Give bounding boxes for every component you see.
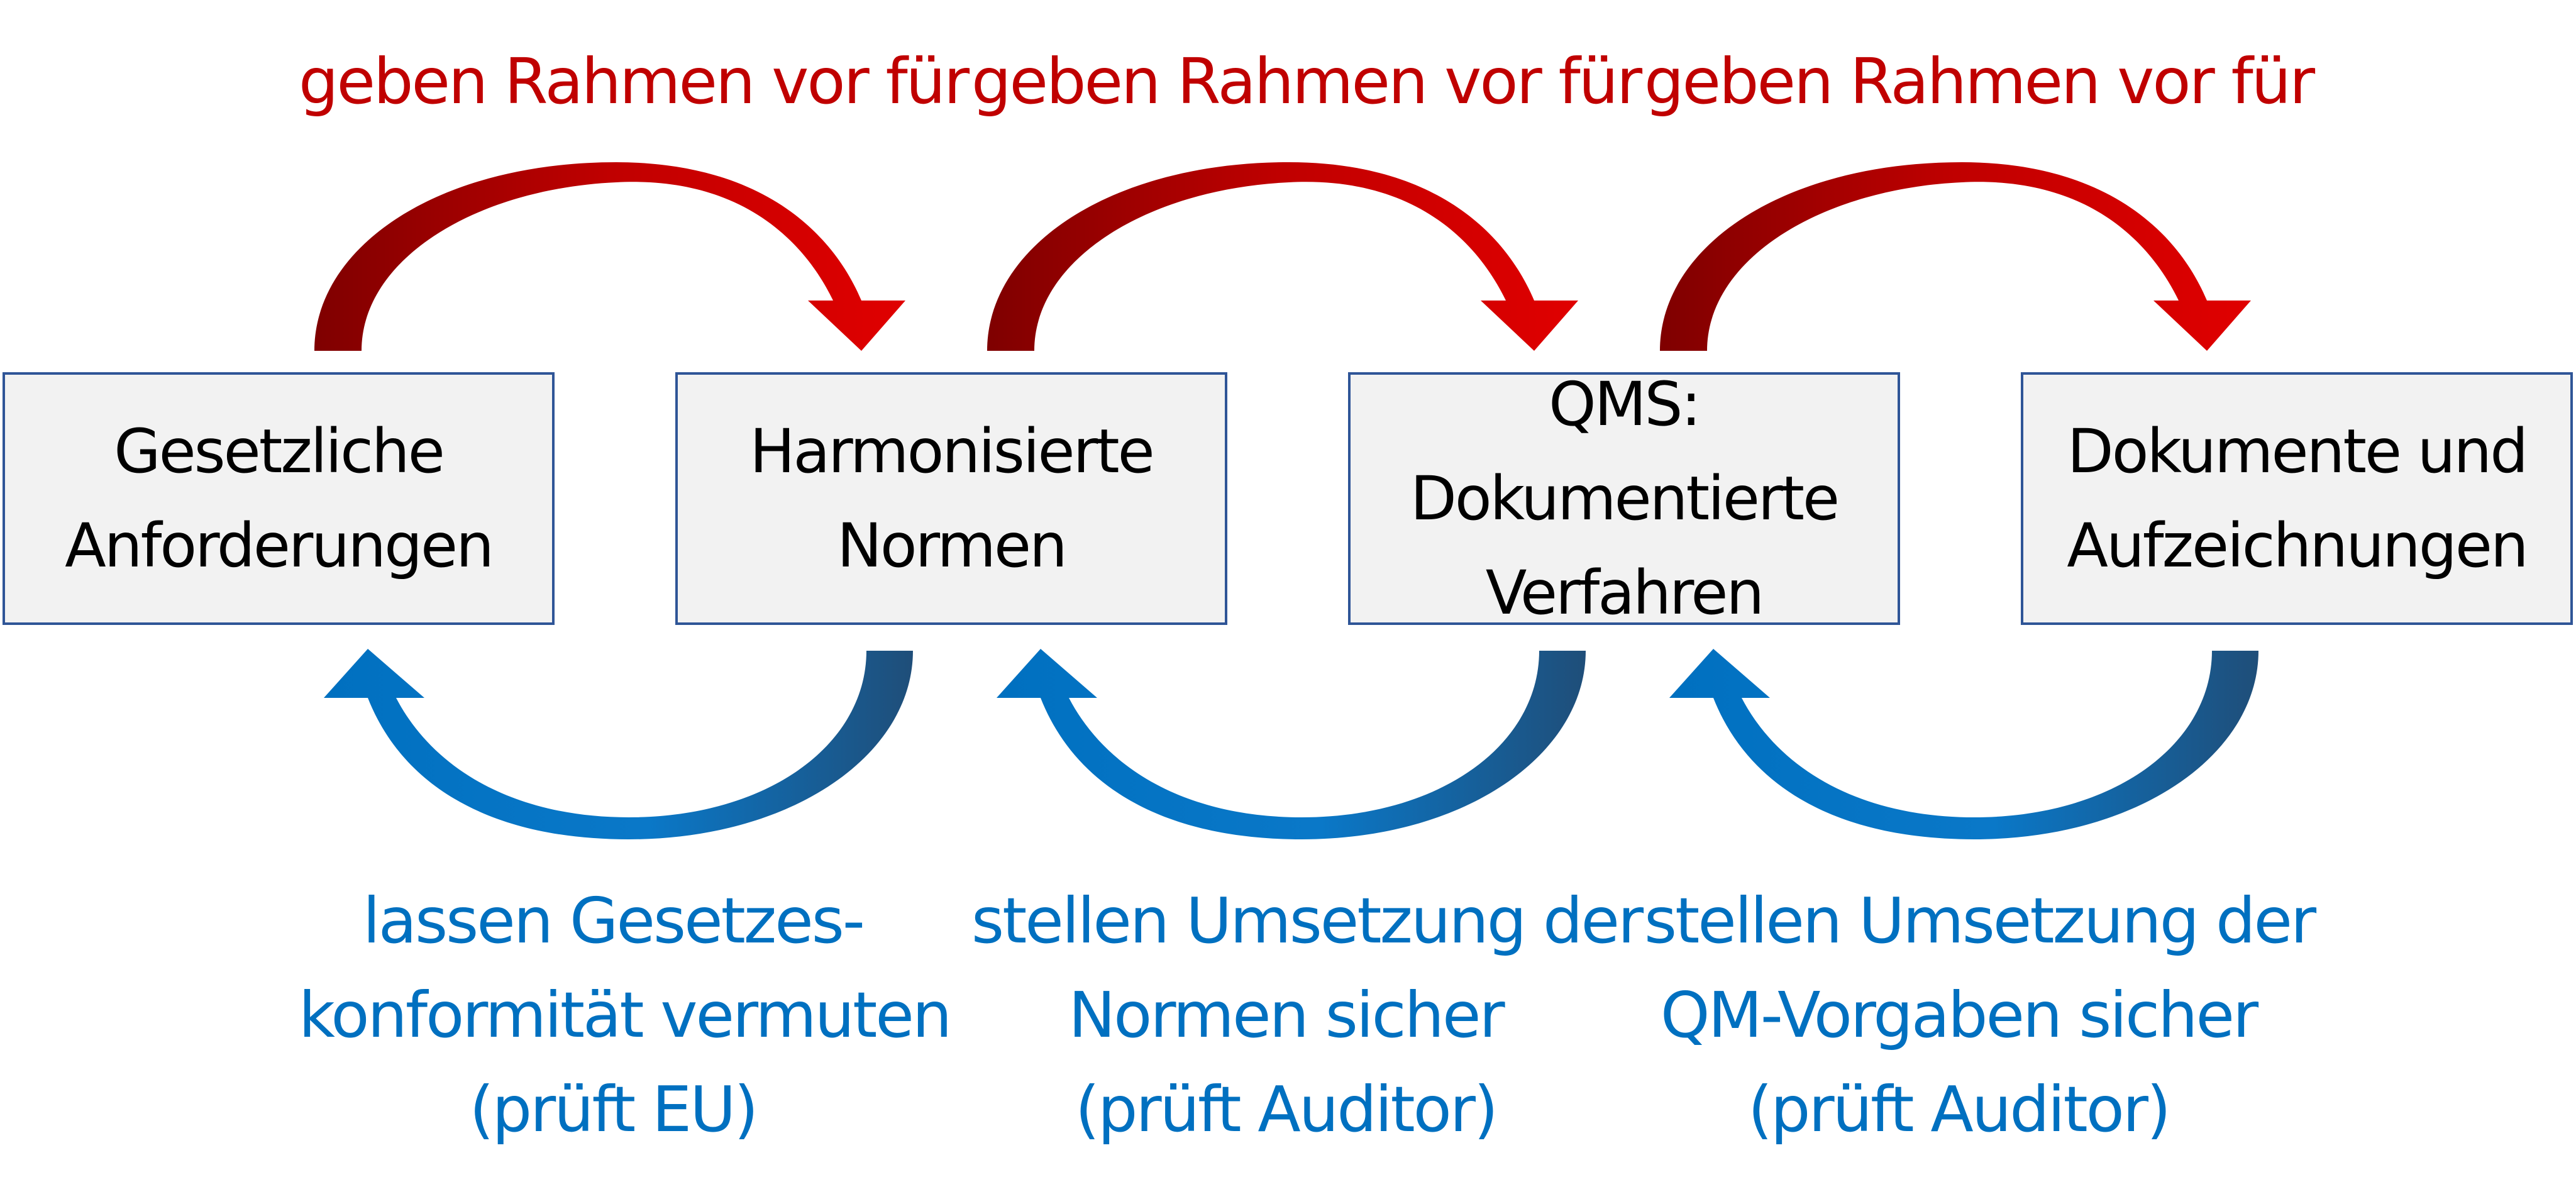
bottom-label-3: stellen Umsetzung der QM-Vorgaben sicher…	[1644, 874, 2316, 1157]
top-label-2: geben Rahmen vor für	[971, 35, 1642, 129]
top-label-text: geben Rahmen vor für	[299, 45, 970, 118]
bottom-label-line: Normen sicher	[1068, 978, 1505, 1052]
bottom-label-line: stellen Umsetzung der	[971, 884, 1644, 958]
box-gesetzliche-anforderungen: Gesetzliche Anforderungen	[3, 372, 555, 625]
bottom-label-line: QM-Vorgaben sicher	[1660, 978, 2258, 1052]
top-label-3: geben Rahmen vor für	[1644, 35, 2315, 129]
top-arrow-2	[987, 162, 1578, 351]
box-line: Aufzeichnungen	[2067, 511, 2528, 581]
bottom-label-line: (prüft Auditor)	[1748, 1073, 2171, 1146]
box-harmonisierte-normen: Harmonisierte Normen	[675, 372, 1227, 625]
bottom-label-line: stellen Umsetzung der	[1644, 884, 2316, 958]
bottom-label-line: lassen Gesetzes-	[363, 884, 865, 958]
top-label-1: geben Rahmen vor für	[299, 35, 970, 129]
bottom-arrow-3	[1669, 649, 2258, 839]
bottom-label-line: (prüft EU)	[469, 1073, 759, 1146]
bottom-label-1: lassen Gesetzes- konformität vermuten (p…	[299, 874, 952, 1157]
box-line: Anforderungen	[65, 511, 494, 581]
top-label-text: geben Rahmen vor für	[971, 45, 1642, 118]
bottom-label-2: stellen Umsetzung der Normen sicher (prü…	[971, 874, 1644, 1157]
bottom-label-line: (prüft Auditor)	[1075, 1073, 1498, 1146]
bottom-arrow-1	[324, 649, 913, 839]
box-line: Dokumente und	[2067, 416, 2528, 487]
box-line: Gesetzliche	[114, 416, 445, 487]
box-qms-dokumentierte-verfahren: QMS: Dokumentierte Verfahren	[1348, 369, 1900, 628]
bottom-arrow-2	[997, 649, 1586, 839]
box-line: QMS: Dokumentierte	[1410, 369, 1840, 534]
bottom-label-line: konformität vermuten	[299, 978, 952, 1052]
box-line: Verfahren	[1485, 558, 1764, 628]
top-arrow-1	[314, 162, 905, 351]
top-label-text: geben Rahmen vor für	[1644, 45, 2315, 118]
box-line: Harmonisierte	[749, 416, 1154, 487]
top-arrow-3	[1660, 162, 2251, 351]
box-dokumente-und-aufzeichnungen: Dokumente und Aufzeichnungen	[2021, 372, 2573, 625]
box-line: Normen	[837, 511, 1068, 581]
